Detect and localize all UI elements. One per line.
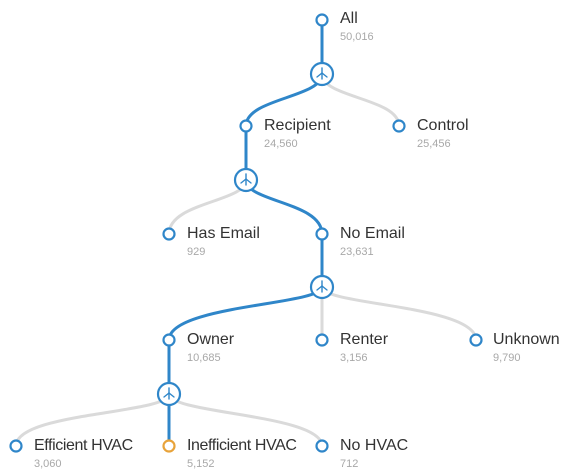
- node-inefficient-hvac-dot[interactable]: [162, 439, 176, 453]
- node-all-count: 50,016: [340, 31, 374, 43]
- node-has-email-dot[interactable]: [162, 227, 176, 241]
- node-control-label[interactable]: Control: [417, 117, 469, 134]
- node-no-email-label[interactable]: No Email: [340, 225, 405, 242]
- split-icon[interactable]: [309, 61, 335, 87]
- node-unknown-count: 9,790: [493, 352, 521, 364]
- node-efficient-hvac-label[interactable]: Efficient HVAC: [34, 437, 133, 454]
- edge-split1-control: [320, 72, 401, 128]
- node-recipient-label[interactable]: Recipient: [264, 117, 331, 134]
- node-control-dot[interactable]: [392, 119, 406, 133]
- node-no-email-dot[interactable]: [315, 227, 329, 241]
- node-unknown-label[interactable]: Unknown: [493, 331, 560, 348]
- node-all-label[interactable]: All: [340, 10, 358, 27]
- split-icon[interactable]: [233, 167, 259, 193]
- node-renter-label[interactable]: Renter: [340, 331, 389, 348]
- split-icon[interactable]: [309, 274, 335, 300]
- node-recipient-count: 24,560: [264, 138, 298, 150]
- fork-icon: [316, 67, 328, 80]
- node-unknown-dot[interactable]: [469, 333, 483, 347]
- split-icon[interactable]: [156, 381, 182, 407]
- node-recipient-dot[interactable]: [239, 119, 253, 133]
- fork-icon: [163, 387, 175, 400]
- fork-icon: [240, 173, 252, 186]
- node-has-email-label[interactable]: Has Email: [187, 225, 260, 242]
- node-owner-dot[interactable]: [162, 333, 176, 347]
- fork-icon: [316, 280, 328, 293]
- node-control-count: 25,456: [417, 138, 451, 150]
- node-efficient-hvac-dot[interactable]: [9, 439, 23, 453]
- node-no-hvac-dot[interactable]: [315, 439, 329, 453]
- node-all-dot[interactable]: [315, 13, 329, 27]
- node-no-email-count: 23,631: [340, 246, 374, 258]
- node-no-hvac-label[interactable]: No HVAC: [340, 437, 409, 454]
- node-efficient-hvac-count: 3,060: [34, 458, 62, 470]
- node-inefficient-hvac-count: 5,152: [187, 458, 215, 470]
- node-renter-dot[interactable]: [315, 333, 329, 347]
- node-owner-count: 10,685: [187, 352, 221, 364]
- node-no-hvac-count: 712: [340, 458, 359, 470]
- node-has-email-count: 929: [187, 246, 206, 258]
- node-owner-label[interactable]: Owner: [187, 331, 235, 348]
- node-inefficient-hvac-label[interactable]: Inefficient HVAC: [187, 437, 297, 454]
- node-renter-count: 3,156: [340, 352, 368, 364]
